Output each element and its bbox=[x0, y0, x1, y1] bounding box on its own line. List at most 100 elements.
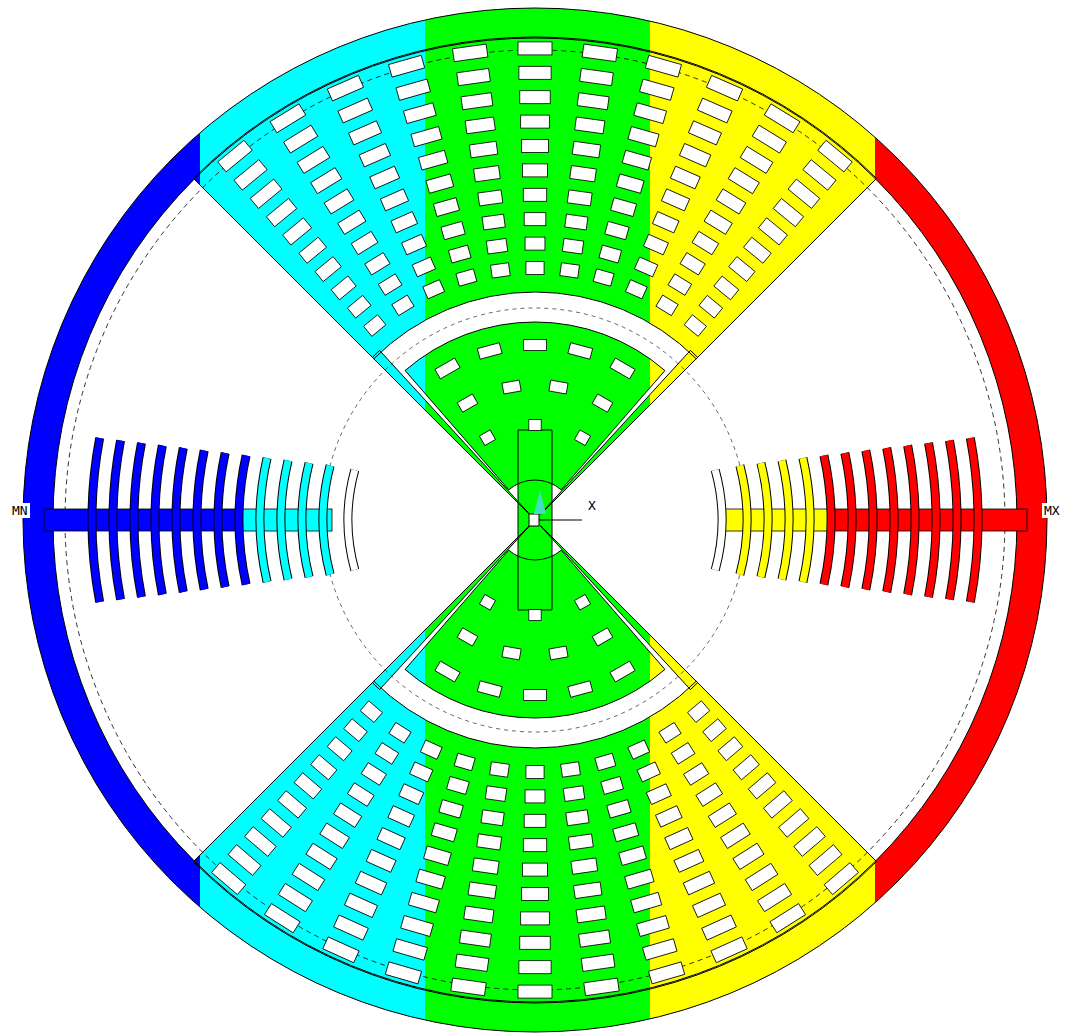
slot bbox=[391, 212, 418, 233]
slot bbox=[457, 394, 478, 412]
fin-outline bbox=[803, 458, 810, 582]
slot bbox=[524, 340, 547, 351]
slot bbox=[245, 827, 277, 857]
slot bbox=[733, 755, 759, 780]
slot bbox=[574, 594, 590, 610]
slot bbox=[447, 776, 470, 794]
slot bbox=[818, 140, 852, 172]
slot bbox=[457, 68, 491, 85]
slot bbox=[401, 916, 434, 937]
fin-outline bbox=[887, 448, 894, 592]
slot bbox=[549, 646, 568, 660]
slot bbox=[721, 823, 751, 848]
slot bbox=[718, 737, 743, 761]
slot bbox=[418, 150, 447, 170]
slot bbox=[565, 214, 588, 230]
slot bbox=[683, 871, 714, 895]
fin bbox=[715, 470, 722, 570]
outlines bbox=[23, 8, 1047, 1032]
axis-origin bbox=[529, 514, 539, 526]
slot bbox=[645, 55, 681, 77]
slot bbox=[579, 930, 611, 947]
slot bbox=[451, 978, 486, 996]
slot bbox=[481, 810, 504, 826]
slot bbox=[477, 343, 502, 360]
slot bbox=[688, 121, 721, 145]
fin bbox=[260, 458, 267, 582]
slot bbox=[377, 828, 405, 850]
fin bbox=[348, 470, 355, 570]
part-outline bbox=[372, 526, 529, 690]
slot bbox=[729, 257, 755, 282]
slot bbox=[611, 198, 637, 217]
fin bbox=[281, 461, 288, 580]
slot bbox=[575, 117, 605, 134]
fin bbox=[740, 466, 747, 575]
slot bbox=[593, 269, 614, 286]
slot bbox=[351, 231, 378, 254]
slot bbox=[582, 44, 617, 62]
slot bbox=[744, 237, 772, 263]
slot bbox=[261, 809, 291, 838]
slot bbox=[402, 234, 427, 255]
slot bbox=[605, 221, 629, 239]
slot bbox=[706, 75, 742, 101]
slot bbox=[299, 237, 327, 263]
slot bbox=[607, 800, 631, 819]
slot bbox=[385, 962, 421, 984]
slot bbox=[520, 936, 550, 949]
slot bbox=[526, 262, 544, 275]
slot bbox=[577, 93, 609, 110]
slot bbox=[360, 701, 382, 723]
part-outline bbox=[540, 526, 697, 690]
slot bbox=[464, 906, 494, 923]
slot bbox=[490, 762, 510, 777]
slot bbox=[311, 168, 342, 194]
slot bbox=[278, 883, 312, 911]
slot bbox=[486, 238, 507, 254]
slot bbox=[581, 954, 615, 971]
slot bbox=[568, 681, 593, 698]
slot bbox=[410, 762, 433, 782]
slot bbox=[703, 719, 727, 742]
part-outline bbox=[405, 322, 665, 490]
slot bbox=[525, 790, 545, 803]
slot bbox=[563, 786, 585, 802]
slot bbox=[570, 166, 597, 182]
fin-outline bbox=[866, 451, 873, 590]
slot bbox=[524, 814, 546, 827]
slot bbox=[522, 863, 547, 876]
fin-outline bbox=[970, 438, 978, 602]
slot bbox=[625, 869, 654, 889]
slot bbox=[403, 103, 436, 124]
slot bbox=[592, 394, 613, 412]
slot bbox=[477, 834, 502, 850]
slot bbox=[704, 210, 732, 234]
slot bbox=[679, 143, 710, 166]
fin bbox=[887, 448, 894, 592]
fin-outline bbox=[92, 438, 100, 602]
slot bbox=[433, 198, 459, 217]
slot bbox=[375, 743, 399, 765]
slot bbox=[264, 904, 300, 933]
slot bbox=[595, 753, 616, 771]
slot bbox=[477, 681, 502, 698]
slot bbox=[794, 827, 826, 857]
slot bbox=[671, 743, 695, 765]
slot bbox=[568, 343, 593, 360]
part-outline bbox=[193, 681, 876, 1003]
axis-line bbox=[539, 520, 582, 521]
fin bbox=[302, 463, 309, 577]
slot bbox=[435, 358, 460, 379]
slot bbox=[670, 166, 700, 189]
slot bbox=[748, 773, 776, 799]
fin-outline bbox=[281, 461, 288, 580]
slot bbox=[740, 146, 773, 173]
slot bbox=[643, 234, 668, 255]
fin-outline bbox=[323, 466, 330, 575]
slot bbox=[423, 280, 445, 299]
fin bbox=[134, 443, 141, 597]
part-outline bbox=[405, 550, 665, 718]
slot bbox=[520, 91, 550, 104]
slot bbox=[779, 809, 809, 838]
